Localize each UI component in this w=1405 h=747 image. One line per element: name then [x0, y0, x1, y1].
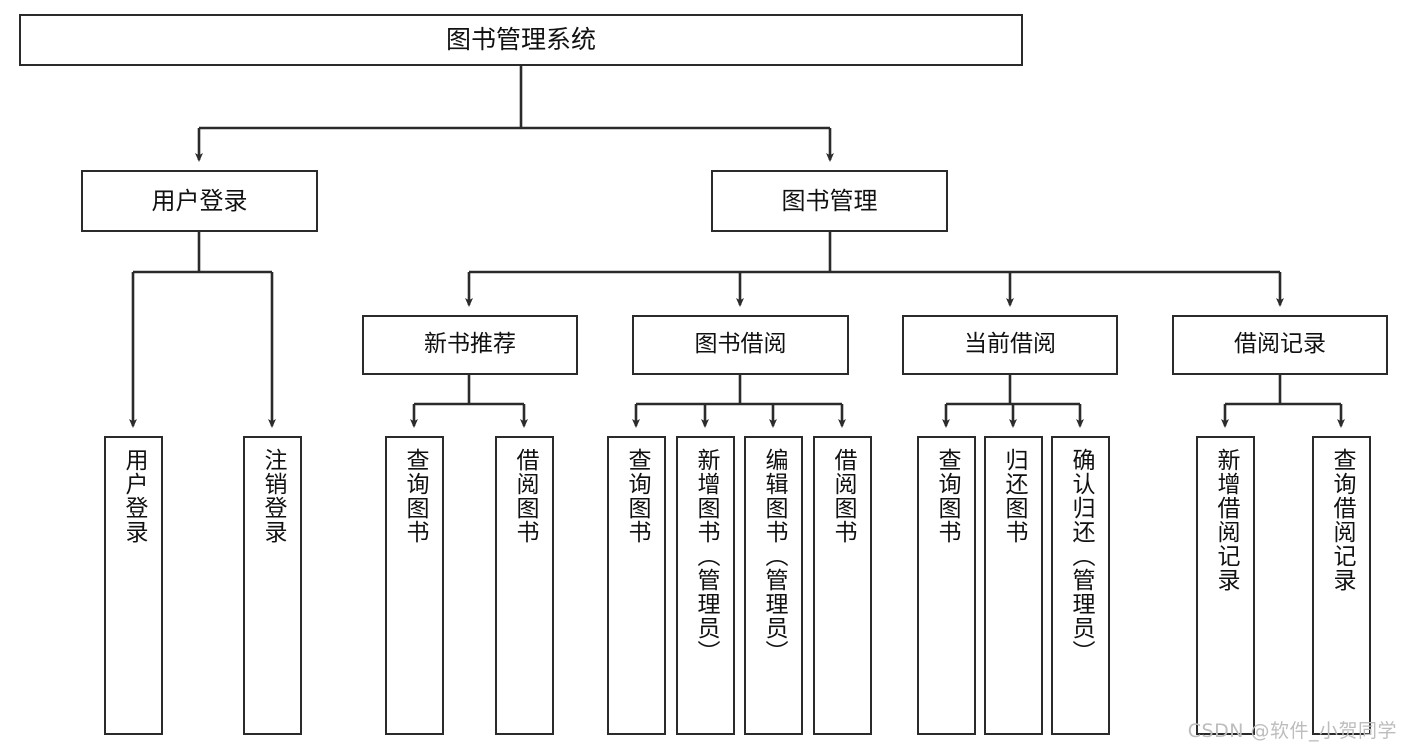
node-leaf-borrow-book-1[interactable]: 借阅图书 [495, 436, 554, 735]
node-root-system[interactable]: 图书管理系统 [19, 14, 1023, 66]
node-user-login[interactable]: 用户登录 [81, 170, 318, 232]
node-label: 图书管理系统 [445, 25, 596, 54]
node-label: 借阅图书 [830, 448, 856, 544]
node-label: 新增图书（管理员） [693, 448, 719, 664]
node-borrow-record[interactable]: 借阅记录 [1172, 315, 1388, 375]
node-label: 注销登录 [260, 448, 286, 544]
node-leaf-confirm-return[interactable]: 确认归还（管理员） [1051, 436, 1110, 735]
node-label: 用户登录 [121, 448, 147, 544]
node-label: 图书借阅 [694, 331, 787, 358]
node-label: 归还图书 [1001, 448, 1027, 544]
node-leaf-query-book-2[interactable]: 查询图书 [607, 436, 666, 735]
node-label: 借阅记录 [1234, 331, 1326, 358]
node-leaf-borrow-book-2[interactable]: 借阅图书 [813, 436, 872, 735]
node-label: 借阅图书 [512, 448, 538, 544]
node-leaf-query-book-3[interactable]: 查询图书 [917, 436, 976, 735]
node-leaf-user-login[interactable]: 用户登录 [104, 436, 163, 735]
node-label: 确认归还（管理员） [1068, 448, 1094, 664]
node-leaf-add-book[interactable]: 新增图书（管理员） [676, 436, 735, 735]
node-label: 新增借阅记录 [1213, 448, 1239, 592]
node-leaf-query-book-1[interactable]: 查询图书 [385, 436, 444, 735]
node-current-borrow[interactable]: 当前借阅 [902, 315, 1118, 375]
node-label: 当前借阅 [964, 331, 1056, 358]
node-leaf-return-book[interactable]: 归还图书 [984, 436, 1043, 735]
node-leaf-add-record[interactable]: 新增借阅记录 [1196, 436, 1255, 735]
node-book-borrow[interactable]: 图书借阅 [632, 315, 849, 375]
node-label: 查询图书 [624, 448, 650, 544]
node-label: 用户登录 [151, 186, 248, 215]
node-label: 查询借阅记录 [1329, 448, 1355, 592]
node-label: 新书推荐 [424, 331, 516, 358]
node-label: 查询图书 [934, 448, 960, 544]
node-leaf-edit-book[interactable]: 编辑图书（管理员） [744, 436, 803, 735]
node-leaf-logout-login[interactable]: 注销登录 [243, 436, 302, 735]
node-label: 图书管理 [781, 186, 878, 215]
node-label: 编辑图书（管理员） [761, 448, 787, 664]
node-label: 查询图书 [402, 448, 428, 544]
watermark-text: CSDN @软件_小贺同学 [1187, 720, 1397, 742]
node-book-management[interactable]: 图书管理 [711, 170, 948, 232]
node-leaf-query-record[interactable]: 查询借阅记录 [1312, 436, 1371, 735]
node-new-book-recommend[interactable]: 新书推荐 [362, 315, 578, 375]
